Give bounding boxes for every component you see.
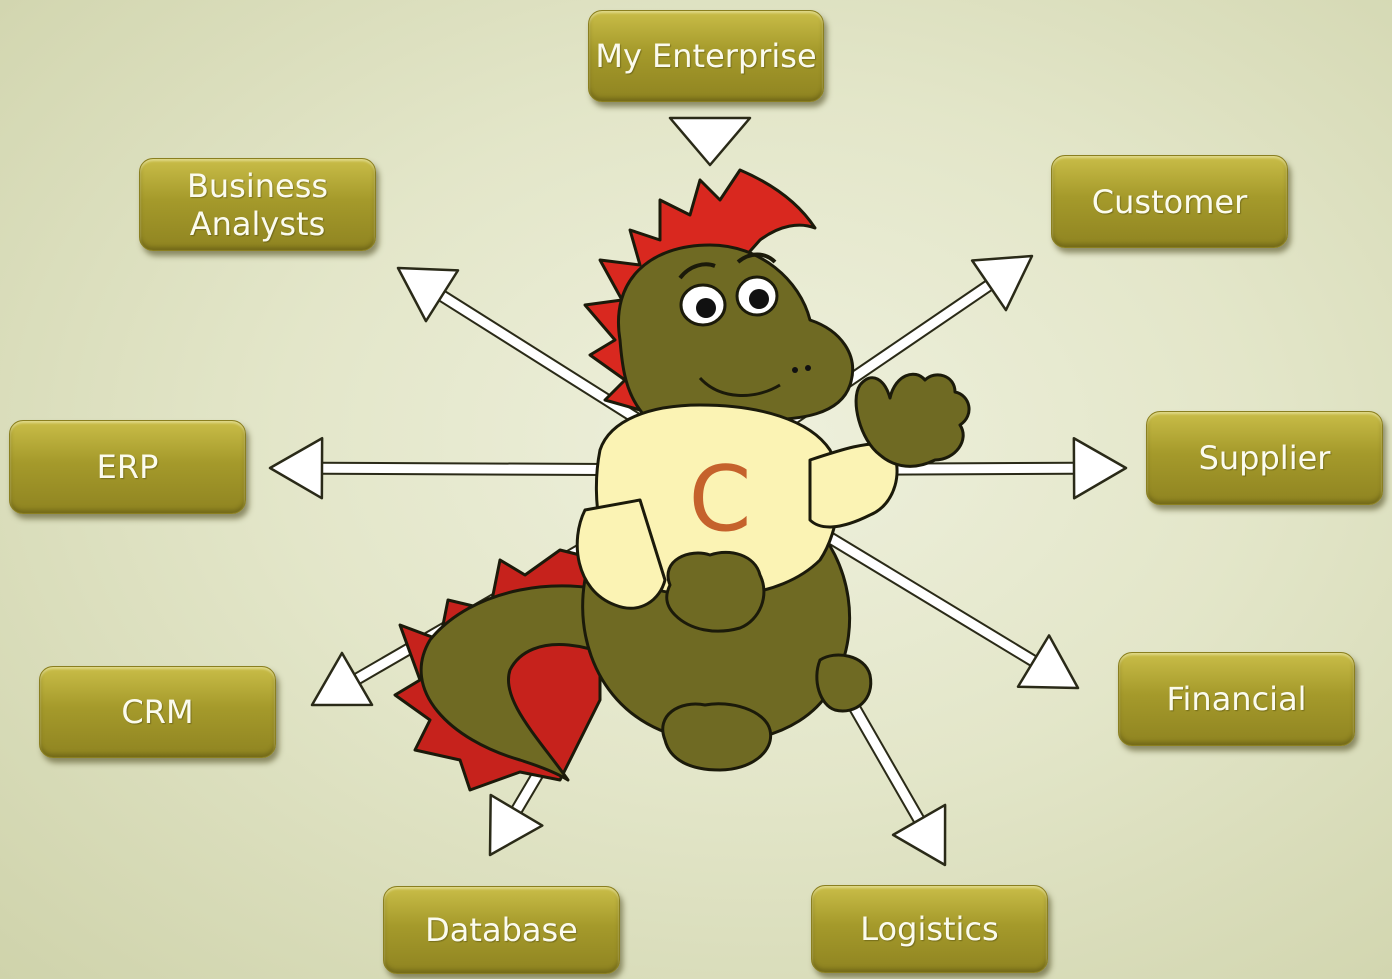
brows [678, 252, 777, 280]
node-my-enterprise[interactable]: My Enterprise [588, 10, 824, 102]
node-label: My Enterprise [595, 37, 817, 75]
node-logistics[interactable]: Logistics [811, 885, 1048, 973]
left-pupil [696, 298, 716, 318]
node-label: Customer [1091, 182, 1248, 221]
right-pupil [749, 289, 769, 309]
node-database[interactable]: Database [383, 886, 620, 974]
node-label: CRM [121, 693, 194, 731]
dinosaur-mascot: C [393, 168, 971, 792]
left-foot [661, 702, 773, 772]
node-label: Supplier [1198, 439, 1331, 477]
folded-hands [665, 550, 766, 633]
raised-hand [854, 372, 971, 468]
node-supplier[interactable]: Supplier [1146, 411, 1383, 505]
node-erp[interactable]: ERP [9, 420, 246, 514]
node-label: Logistics [860, 910, 999, 948]
shirt-letter: C [689, 447, 752, 552]
node-business-analysts[interactable]: Business Analysts [139, 158, 376, 251]
smile [698, 376, 781, 397]
node-financial[interactable]: Financial [1118, 652, 1355, 746]
right-foot [815, 653, 873, 713]
node-label: Database [425, 911, 578, 949]
node-label: ERP [96, 448, 159, 486]
node-label: Business Analysts [186, 166, 329, 243]
nostril [805, 365, 811, 371]
node-customer[interactable]: Customer [1051, 155, 1288, 248]
nostril [792, 367, 798, 373]
right-arm [808, 442, 899, 529]
node-label: Financial [1166, 680, 1307, 718]
node-crm[interactable]: CRM [39, 666, 276, 758]
left-arm [575, 498, 667, 610]
arrow-from-my-enterprise [668, 116, 752, 167]
